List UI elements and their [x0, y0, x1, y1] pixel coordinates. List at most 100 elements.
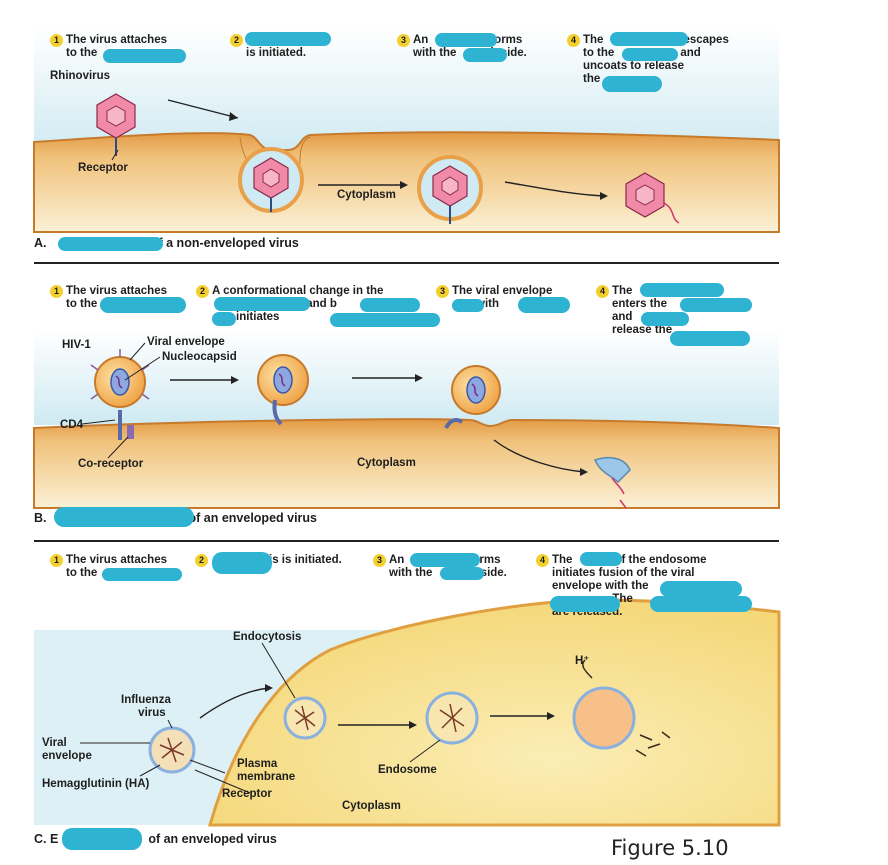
step-text: release the [612, 324, 673, 336]
figure-label: Figure 5.10 [611, 836, 729, 860]
hiv-label: HIV-1 [62, 339, 91, 351]
step-text: The viral envelope [452, 285, 553, 297]
step-text: escapes [683, 34, 729, 46]
step-text: The virus attaches [66, 554, 167, 566]
redaction-mark [680, 298, 752, 312]
viral-envelope-label: Viral envelope [42, 737, 92, 763]
redaction-mark [100, 297, 186, 313]
redaction-mark [550, 596, 620, 612]
viral-envelope-label: Viral envelope [147, 336, 225, 348]
step-number-badge: 3 [436, 285, 449, 298]
step-number-badge: 4 [596, 285, 609, 298]
redaction-mark [212, 312, 236, 326]
caption-text: of an enveloped virus [148, 832, 277, 846]
redaction-mark [518, 297, 570, 313]
redaction-mark [360, 298, 420, 312]
receptor-label: Receptor [222, 788, 272, 800]
plasma-membrane-label: Plasma membrane [237, 758, 295, 784]
redaction-mark [58, 237, 163, 251]
redaction-mark [641, 312, 689, 326]
step-text: of the endosome [614, 554, 707, 566]
step-number-badge: 1 [50, 554, 63, 567]
redaction-mark [54, 507, 194, 527]
step-number-badge: 2 [195, 554, 208, 567]
panel-a-caption: A. f a non-enveloped virus [34, 236, 299, 250]
caption-prefix: B. [34, 511, 47, 525]
endosome-label: Endosome [378, 764, 437, 776]
redaction-mark [640, 283, 724, 297]
rhinovirus-label: Rhinovirus [50, 70, 111, 82]
redaction-mark [435, 33, 497, 47]
panel-c-step-2: 2 is is initiated. [195, 554, 342, 567]
step-text: and [612, 311, 633, 323]
caption-prefix: C. E [34, 832, 59, 846]
label-line: Plasma [237, 758, 278, 770]
redaction-mark [610, 32, 688, 46]
panel-a-step-2: 2 is initiated. [230, 34, 306, 60]
step-text: uncoats to release [583, 60, 684, 72]
step-text: The virus attaches [66, 34, 167, 46]
step-text: to the [583, 47, 615, 59]
step-number-badge: 2 [196, 285, 209, 298]
cd4-label: CD4 [60, 419, 84, 431]
step-text: to the [66, 567, 98, 579]
redaction-mark [102, 568, 182, 581]
step-text: to the [66, 47, 98, 59]
hplus-label: H⁺ [575, 655, 590, 667]
panel-a-membrane [33, 131, 780, 233]
redaction-mark [602, 76, 662, 92]
step-text: The [612, 285, 633, 297]
influenza-label-line: Influenza [121, 694, 171, 706]
step-text: and [680, 47, 701, 59]
step-text: enters the [612, 298, 667, 310]
step-text: is initiated. [246, 47, 307, 59]
redaction-mark [670, 331, 750, 346]
redaction-mark [660, 581, 742, 597]
step-number-badge: 2 [230, 34, 243, 47]
panel-c-caption: C. E of an enveloped virus [34, 832, 277, 846]
step-number-badge: 1 [50, 285, 63, 298]
redaction-mark [245, 32, 331, 46]
step-text: The [552, 554, 573, 566]
redaction-mark [440, 567, 484, 580]
step-number-badge: 1 [50, 34, 63, 47]
caption-prefix: A. [34, 236, 47, 250]
caption-text: f a non-enveloped virus [158, 236, 299, 250]
influenza-label-line: virus [138, 707, 166, 719]
step-number-badge: 4 [536, 554, 549, 567]
step-text: The [583, 34, 604, 46]
redaction-mark [580, 552, 622, 566]
caption-text: of an enveloped virus [188, 511, 318, 525]
step-text: initiates fusion of the viral [552, 567, 695, 579]
redaction-mark [650, 596, 752, 612]
redaction-mark [330, 313, 440, 327]
step-text: to the [66, 298, 98, 310]
redaction-mark [463, 48, 507, 62]
rhinovirus-icon [96, 93, 136, 156]
label-line: Viral [42, 737, 67, 749]
endocytosis-label: Endocytosis [233, 631, 302, 643]
step-text: forms [490, 34, 523, 46]
step-text: with the [413, 47, 457, 59]
coreceptor-label: Co-receptor [78, 458, 144, 470]
step-text: envelope with the [552, 580, 649, 592]
step-number-badge: 4 [567, 34, 580, 47]
step-number-badge: 3 [397, 34, 410, 47]
influenza-label: Influenza virus [121, 694, 171, 720]
step-text: The virus attaches [66, 285, 167, 297]
redaction-mark [452, 299, 484, 312]
step-text: with the [389, 567, 433, 579]
step-text: An [389, 554, 405, 566]
hemagglutinin-label: Hemagglutinin (HA) [42, 778, 150, 790]
step-text: the [583, 73, 601, 85]
redaction-mark [212, 552, 272, 574]
cytoplasm-label: Cytoplasm [357, 457, 416, 469]
cytoplasm-label: Cytoplasm [337, 189, 396, 201]
step-text: is is initiated. [269, 554, 342, 566]
